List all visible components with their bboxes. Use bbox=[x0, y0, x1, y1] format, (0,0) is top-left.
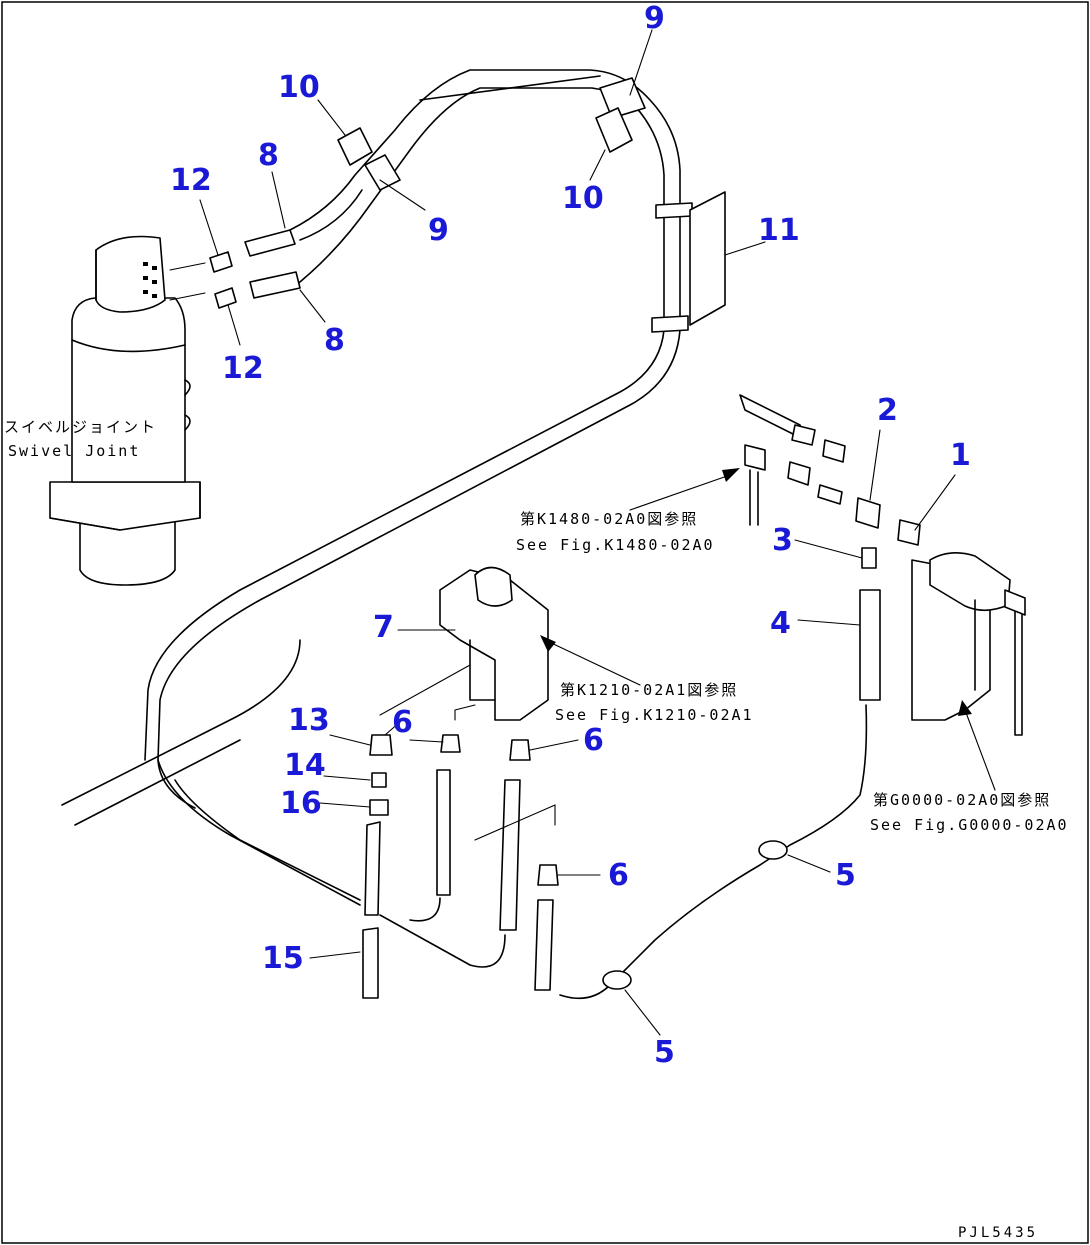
callout-number: 9 bbox=[644, 1, 665, 36]
fittings-1-2-3 bbox=[739, 394, 921, 569]
hose-set-15-lower bbox=[362, 769, 556, 999]
callout-number: 3 bbox=[772, 523, 793, 558]
callout-number: 11 bbox=[758, 213, 800, 248]
callout-number: 13 bbox=[288, 703, 330, 738]
callout-number: 12 bbox=[222, 351, 264, 386]
callout-number: 15 bbox=[262, 941, 304, 976]
callout-number: 10 bbox=[278, 70, 320, 105]
reference-jp: 第K1210-02A1図参照 bbox=[560, 681, 738, 699]
hose-assembly bbox=[61, 69, 726, 906]
callout-number: 9 bbox=[428, 213, 449, 248]
leader-lines bbox=[199, 29, 956, 1036]
callout-number: 2 bbox=[877, 393, 898, 428]
swivel-joint-label-en: Swivel Joint bbox=[8, 442, 140, 460]
callout-numbers: 9 10 8 12 9 10 11 12 8 2 1 3 4 7 13 6 6 … bbox=[170, 1, 971, 1070]
reference-jp: 第G0000-02A0図参照 bbox=[873, 791, 1051, 809]
callout-number: 5 bbox=[835, 858, 856, 893]
hose-4-and-5 bbox=[559, 589, 881, 1000]
swivel-joint-label: スイベルジョイント Swivel Joint bbox=[4, 418, 157, 460]
reference-jp: 第K1480-02A0図参照 bbox=[520, 510, 698, 528]
callout-number: 8 bbox=[324, 323, 345, 358]
bracket-7-part bbox=[439, 566, 549, 721]
fittings-6-13-14-16 bbox=[369, 664, 559, 886]
reference-arrows bbox=[540, 468, 996, 791]
reference-en: See Fig.K1210-02A1 bbox=[555, 706, 754, 724]
callout-number: 6 bbox=[583, 723, 604, 758]
callout-number: 6 bbox=[392, 705, 413, 740]
callout-number: 4 bbox=[770, 606, 791, 641]
callout-number: 5 bbox=[654, 1035, 675, 1070]
callout-number: 7 bbox=[373, 610, 394, 645]
callout-number: 14 bbox=[284, 748, 326, 783]
pump-block-part bbox=[911, 552, 1026, 736]
reference-en: See Fig.G0000-02A0 bbox=[870, 816, 1069, 834]
callout-number: 16 bbox=[280, 786, 322, 821]
reference-notes: 第K1480-02A0図参照 See Fig.K1480-02A0 第K1210… bbox=[516, 510, 1069, 834]
callout-number: 12 bbox=[170, 163, 212, 198]
reference-en: See Fig.K1480-02A0 bbox=[516, 536, 715, 554]
swivel-joint-label-jp: スイベルジョイント bbox=[4, 418, 157, 436]
callout-number: 1 bbox=[950, 438, 971, 473]
figure-code: PJL5435 bbox=[958, 1225, 1038, 1241]
callout-number: 6 bbox=[608, 858, 629, 893]
callout-number: 8 bbox=[258, 138, 279, 173]
callout-number: 10 bbox=[562, 181, 604, 216]
swivel-joint-part bbox=[49, 235, 206, 586]
